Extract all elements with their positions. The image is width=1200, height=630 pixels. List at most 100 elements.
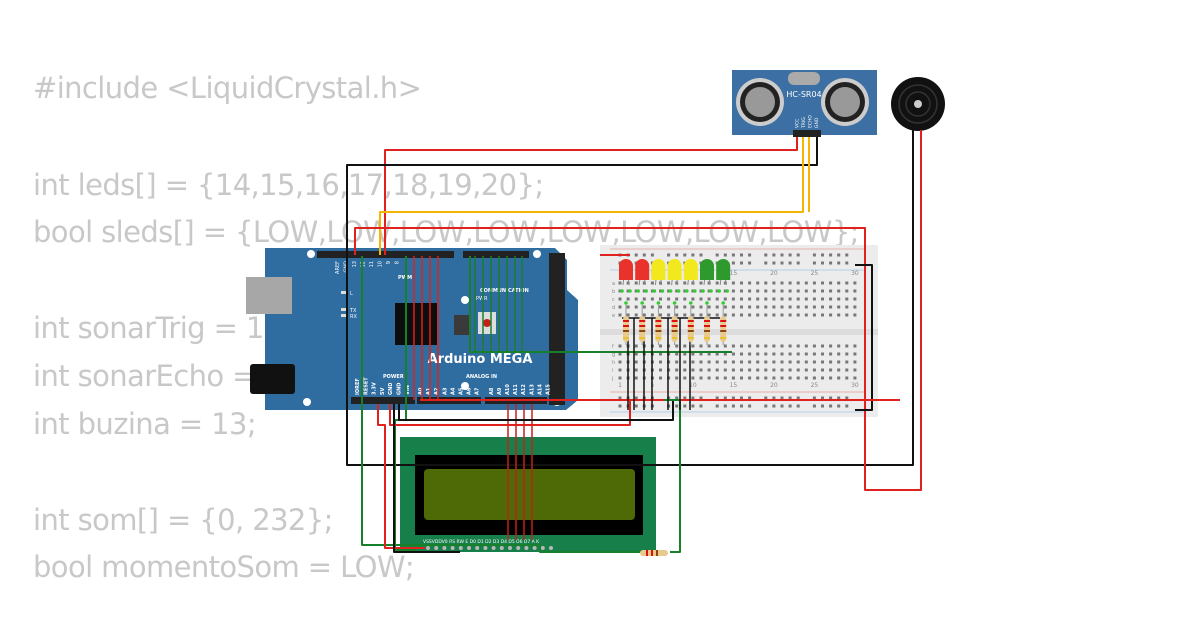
power-jack (250, 364, 295, 394)
digital-pin-label: AREF (335, 261, 341, 274)
breadboard-col-label: 10 (689, 382, 697, 389)
breadboard-col-label: 20 (770, 270, 778, 277)
wire-sonar-vcc (384, 137, 798, 255)
sonar-crystal (788, 72, 820, 85)
digital-pin-label: 9 (386, 261, 392, 264)
analog-pin-label: A10 (505, 384, 511, 395)
breadboard-row-label: f (612, 344, 614, 350)
sonar-transmitter (745, 87, 775, 117)
analog-pin-label: A12 (521, 384, 527, 395)
analog-pin-label: A7 (475, 387, 481, 395)
sonar-pin-label: VCC (795, 119, 801, 128)
digital-pin-label: 8 (395, 261, 401, 264)
analog-pin-label: A5 (459, 387, 465, 395)
pwr-label: PWR (476, 296, 488, 302)
sonar-pin-label: GND (814, 117, 820, 128)
analog-pin-label: A14 (537, 384, 543, 395)
analog-pin-label: A13 (529, 384, 535, 395)
power-pin-label: 5V (380, 388, 386, 395)
code-line-buzina: int buzina = 13; (33, 407, 257, 441)
code-line-sleds: bool sleds[] = {LOW,LOW,LOW,LOW,LOW,LOW,… (33, 215, 859, 249)
led-rx-label: RX (350, 314, 357, 320)
digital-header-2 (463, 251, 529, 258)
sonar-pin-label: ECHO (808, 115, 814, 128)
buzzer-center (914, 100, 922, 108)
wire-5v-rail (389, 399, 631, 426)
breadboard-col-label: 25 (811, 270, 819, 277)
sonar-pin-header (793, 130, 821, 137)
buzzer[interactable] (891, 77, 945, 131)
wire-rail-gnd (855, 264, 873, 411)
breadboard-col-label: 25 (811, 382, 819, 389)
led (635, 259, 650, 305)
reset-button[interactable] (483, 319, 491, 327)
analog-pin-label: A0 (418, 387, 424, 395)
lcd-screen (424, 469, 635, 520)
digital-pin-label: 13 (352, 261, 358, 267)
wire-sonar-gnd (346, 130, 914, 466)
icsp-header (454, 315, 470, 335)
breadboard-row-label: d (612, 305, 615, 311)
arduino-mega[interactable]: Arduino MEGA PWM COMMUNICATION POWER ANA… (246, 248, 578, 410)
power-label: POWER (383, 374, 404, 380)
breadboard-col-label: 15 (730, 382, 738, 389)
wire-sonar-trig (379, 137, 804, 255)
breadboard-col-label: 30 (851, 270, 859, 277)
analog-pin-label: A6 (467, 387, 473, 395)
breadboard-row-label: i (612, 368, 613, 374)
led-array (619, 259, 731, 345)
breadboard-row-label: j (611, 376, 613, 382)
breadboard-row-label: b (612, 289, 615, 295)
code-line-som: int som[] = {0, 232}; (33, 503, 333, 537)
breadboard-row-label: c (612, 297, 615, 303)
breadboard-row-label: g (612, 352, 615, 358)
resistor (671, 305, 678, 345)
led (716, 259, 731, 305)
breadboard-col-label: 20 (770, 382, 778, 389)
breadboard-col-label: 15 (730, 270, 738, 277)
led-tx-label: TX (349, 308, 357, 314)
lcd-pin-labels: VSSVDDV0 RS RW E D0 D1 D2 D3 D4 D5 D6 D7… (423, 539, 540, 545)
analog-pin-label: A9 (497, 387, 503, 395)
wire-lcd-rs (361, 256, 540, 546)
analog-pin-label: A3 (442, 387, 448, 395)
led (619, 259, 633, 305)
led (667, 259, 682, 305)
power-pin-label: IOREF (355, 378, 361, 395)
resistor (623, 305, 629, 345)
power-pin-label: VIN (405, 385, 411, 395)
analog-pin-label: A2 (434, 387, 440, 395)
power-pin-label: 3.3V (372, 382, 378, 395)
code-line-leds: int leds[] = {14,15,16,17,18,19,20}; (33, 168, 544, 202)
breadboard-row-label: h (612, 360, 615, 366)
digital-pin-label: 12 (361, 261, 367, 267)
wire-buzzer-signal (354, 130, 922, 491)
code-line-sonartrig: int sonarTrig = 1 (33, 311, 264, 345)
lcd-pins (426, 546, 553, 550)
sonar-pin-label: TRIG (801, 117, 807, 129)
resistor (704, 305, 710, 345)
power-pin-label: GND (388, 383, 394, 395)
digital-pin-label: 11 (369, 261, 375, 267)
communication-label: COMMUNICATION (480, 288, 529, 294)
analog-pin-label: A1 (426, 387, 432, 395)
code-line-include: #include <LiquidCrystal.h> (33, 71, 422, 105)
power-pin-label: GND (397, 383, 403, 395)
breadboard-col-label: 30 (851, 382, 859, 389)
digital-pin-label: 10 (378, 261, 384, 267)
breadboard-row-label: e (612, 313, 615, 319)
led (700, 259, 714, 305)
wires (346, 130, 922, 553)
code-line-momentosom: bool momentoSom = LOW; (33, 550, 415, 584)
analog-pin-label: A8 (489, 387, 495, 395)
arduino-name: Arduino MEGA (428, 352, 533, 367)
resistor (655, 305, 662, 345)
lcd-16x2[interactable]: VSSVDDV0 RS RW E D0 D1 D2 D3 D4 D5 D6 D7… (400, 437, 656, 552)
resistor (687, 305, 694, 345)
lcd-resistor (640, 550, 668, 556)
